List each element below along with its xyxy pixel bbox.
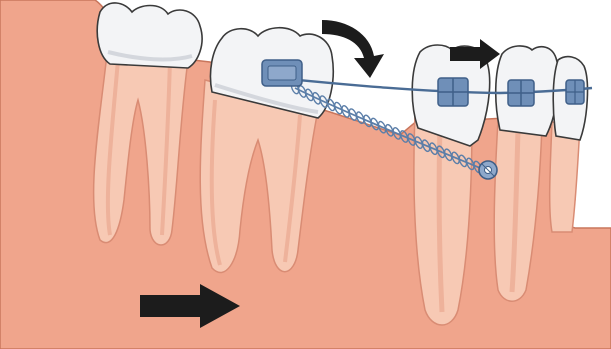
premolar-2-bracket (508, 80, 534, 106)
premolar-1-bracket (438, 78, 468, 106)
mini-screw-anchor (479, 161, 497, 179)
partial-tooth-bracket (566, 80, 584, 104)
molar-tube-bracket (262, 60, 302, 86)
